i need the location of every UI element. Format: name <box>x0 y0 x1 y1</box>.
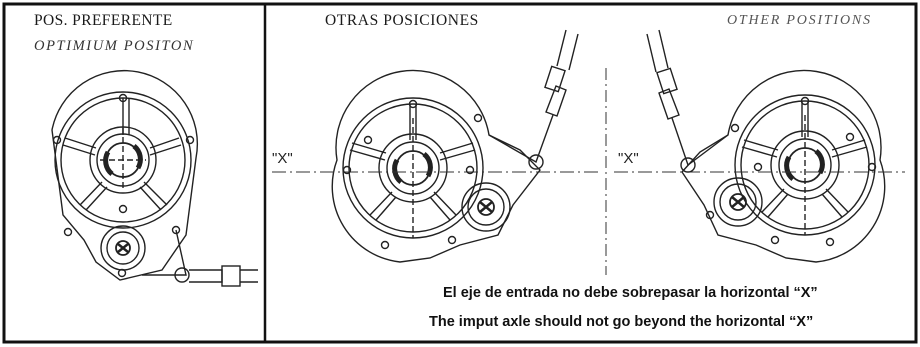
others-title-es: OTRAS POSICIONES <box>325 12 479 29</box>
note-english: The imput axle should not go beyond the … <box>429 314 814 330</box>
note-spanish: El eje de entrada no debe sobrepasar la … <box>443 285 818 301</box>
gearbox-preferred <box>51 70 258 287</box>
gearbox-other-left <box>272 29 600 263</box>
preferred-title-es: POS. PREFERENTE <box>34 12 173 29</box>
preferred-title-en: OPTIMIUM POSITON <box>34 38 195 54</box>
others-title-en: OTHER POSITIONS <box>727 13 872 28</box>
gearbox-other-right <box>614 29 905 263</box>
axis-label-x-right: "X" <box>618 150 639 167</box>
axis-label-x-left: "X" <box>272 150 293 167</box>
